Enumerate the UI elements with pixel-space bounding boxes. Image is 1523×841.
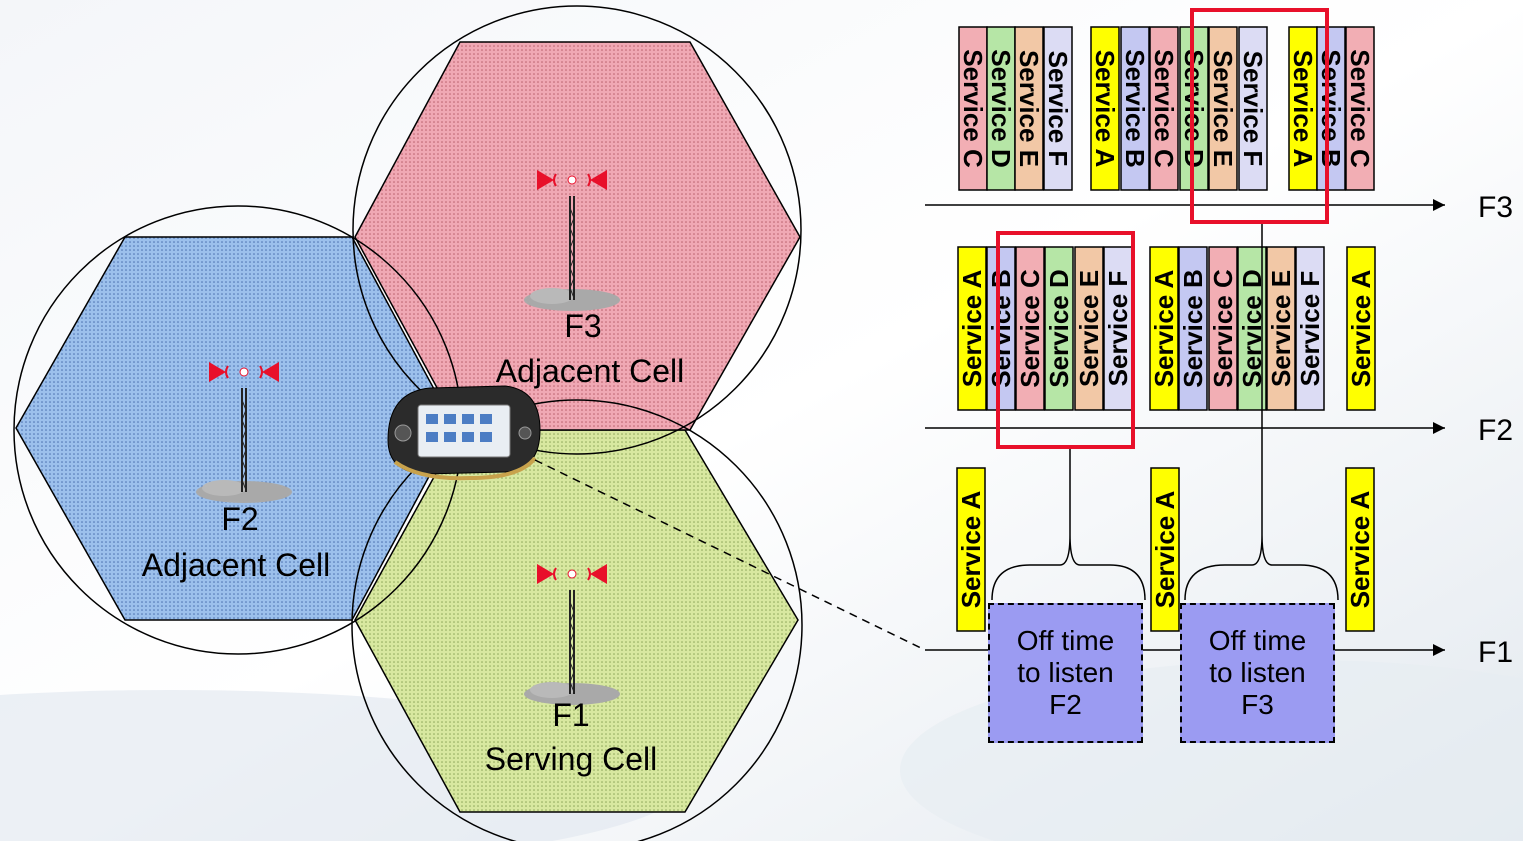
- off-time-box-f3-line1: Off time: [1209, 625, 1307, 657]
- off-time-box-f3-line3: F3: [1241, 689, 1274, 721]
- bracket-off-time-f2: [992, 535, 1145, 600]
- timeline-f3-label: F3: [1478, 191, 1513, 224]
- timeline-f1-label: F1: [1478, 636, 1513, 669]
- service-label-f2: Service E: [1074, 270, 1104, 387]
- service-label-f3: Service B: [1316, 49, 1346, 168]
- service-label-f3: Service C: [1149, 49, 1179, 168]
- cell-f3-freq-label: F3: [564, 308, 601, 344]
- cell-f2-freq-label: F2: [221, 501, 258, 537]
- service-label-f2: Service A: [1346, 269, 1376, 387]
- service-label-f3: Service F: [1238, 51, 1268, 167]
- service-label-f2: Service A: [957, 269, 987, 387]
- service-label-f2: Service D: [1044, 269, 1074, 388]
- service-label-f3: Service D: [986, 49, 1016, 168]
- service-label-f2: Service B: [986, 269, 1016, 388]
- service-label-f2: Service C: [1015, 269, 1045, 388]
- service-label-f2: Service F: [1103, 271, 1133, 387]
- bracket-off-time-f3: [1185, 535, 1338, 600]
- service-label-f3: Service A: [1090, 50, 1120, 168]
- timeline-f2-label: F2: [1478, 414, 1513, 447]
- cell-f3-role-label: Adjacent Cell: [496, 353, 685, 389]
- off-time-box-f3-line2: to listen: [1209, 657, 1306, 689]
- service-label-f3: Service C: [958, 49, 988, 168]
- service-label-f1: Service A: [956, 490, 986, 608]
- service-label-f2: Service E: [1266, 270, 1296, 387]
- service-label-f1: Service A: [1150, 490, 1180, 608]
- service-label-f1: Service A: [1345, 490, 1375, 608]
- service-label-f2: Service F: [1295, 271, 1325, 387]
- off-time-box-f2-line3: F2: [1049, 689, 1082, 721]
- cell-f1-freq-label: F1: [552, 697, 589, 733]
- service-label-f3: Service C: [1345, 49, 1375, 168]
- mobile-phone-icon: [388, 386, 540, 478]
- off-time-box-f2-line1: Off time: [1017, 625, 1115, 657]
- service-label-f2: Service B: [1178, 269, 1208, 388]
- service-label-f3: Service F: [1043, 51, 1073, 167]
- service-label-f3: Service B: [1120, 49, 1150, 168]
- service-label-f3: Service A: [1288, 50, 1318, 168]
- off-time-box-f2-line2: to listen: [1017, 657, 1114, 689]
- service-label-f3: Service E: [1208, 50, 1238, 167]
- off-time-box-f2: Off time to listen F2: [988, 603, 1143, 743]
- service-label-f3: Service E: [1014, 50, 1044, 167]
- cell-f1-role-label: Serving Cell: [485, 741, 658, 777]
- cell-f2-role-label: Adjacent Cell: [142, 547, 331, 583]
- off-time-box-f3: Off time to listen F3: [1180, 603, 1335, 743]
- service-label-f2: Service A: [1149, 269, 1179, 387]
- service-label-f2: Service C: [1208, 269, 1238, 388]
